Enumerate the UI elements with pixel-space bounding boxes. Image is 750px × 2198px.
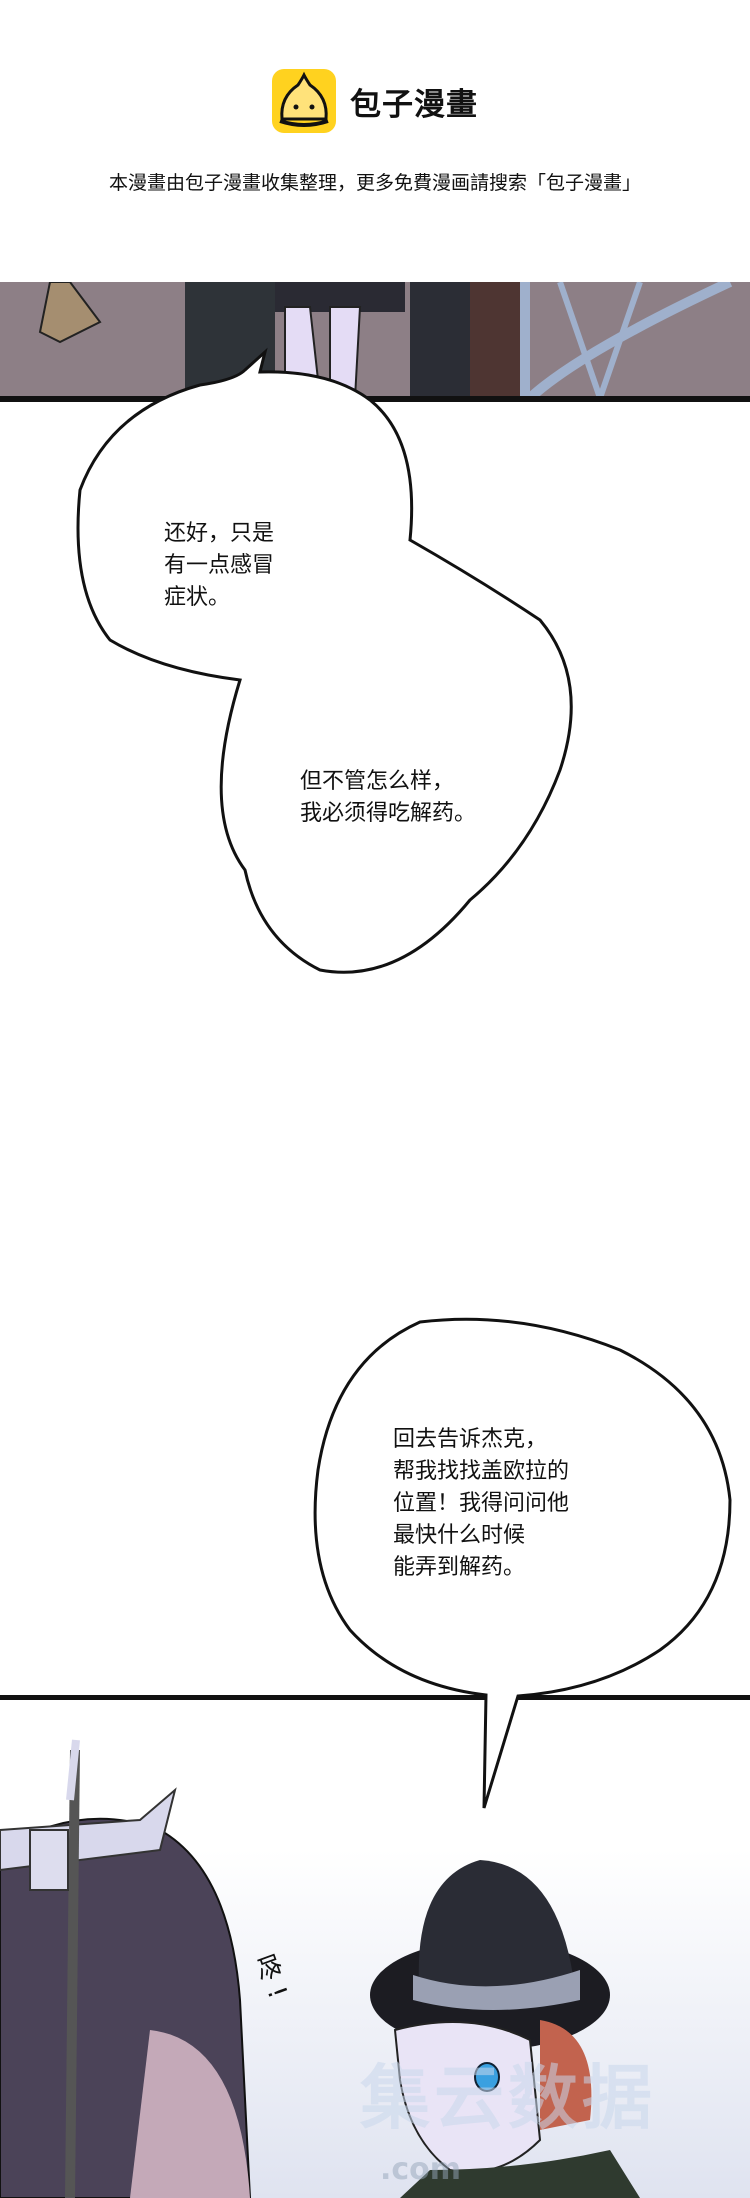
brand-name: 包子漫畫 (350, 86, 478, 123)
speech-text-3: 回去告诉杰克， 帮我找找盖欧拉的 位置！我得问问他 最快什么时候 能弄到解药。 (393, 1427, 570, 1580)
watermark-url: .com (380, 2152, 462, 2187)
speech-bubble-3 (313, 1317, 732, 1809)
source-notice: 本漫畫由包子漫畫收集整理，更多免費漫画請搜索「包子漫畫」 (108, 172, 641, 194)
speech-text-1: 还好，只是 有一点感冒 症状。 (164, 521, 275, 610)
panel-border (0, 1695, 750, 1700)
characters-illustration (0, 1739, 640, 2198)
watermark: 集云数据 (360, 2057, 656, 2139)
speech-bubble-1 (76, 347, 573, 974)
bun-logo-icon (272, 69, 336, 133)
brand-header: 包子漫畫 (0, 68, 750, 134)
speech-text-2: 但不管怎么样， 我必须得吃解药。 (300, 769, 477, 826)
